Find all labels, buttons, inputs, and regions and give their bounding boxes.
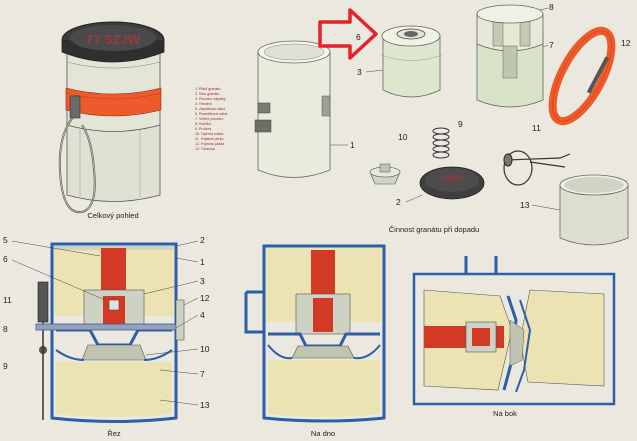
caption-function: Činnost granátu při dopadu [389, 225, 479, 234]
svg-text:6: 6 [356, 32, 361, 42]
caption-section: Řez [107, 429, 121, 438]
svg-text:8: 8 [549, 2, 554, 12]
svg-text:2. Víko granátu: 2. Víko granátu [195, 92, 219, 96]
svg-text:11: 11 [3, 295, 12, 305]
svg-text:8. Kulička: 8. Kulička [195, 122, 211, 126]
svg-text:3. Pouzdro zápalky: 3. Pouzdro zápalky [195, 97, 226, 101]
svg-text:1. Plášť granátu: 1. Plášť granátu [195, 87, 221, 91]
overview-grenade: 77 SZJW [58, 21, 165, 214]
svg-text:7. Vnitřní pouzdro: 7. Vnitřní pouzdro [195, 117, 223, 121]
cap-marking: 77 SZJW [86, 32, 141, 47]
ring-part [559, 174, 629, 246]
svg-text:8: 8 [3, 324, 8, 334]
svg-text:2: 2 [200, 235, 205, 245]
support-cup-part [369, 163, 401, 185]
caption-overview: Celkový pohled [87, 211, 138, 220]
svg-text:13: 13 [520, 200, 530, 210]
svg-text:10. Opěrná miska: 10. Opěrná miska [195, 132, 223, 136]
svg-text:6. Roznětková nálož: 6. Roznětková nálož [195, 112, 228, 116]
svg-text:3: 3 [200, 276, 205, 286]
section-cutaway [35, 242, 185, 423]
svg-text:12: 12 [200, 293, 210, 303]
svg-text:11: 11 [532, 123, 541, 133]
bottom-impact-cutaway [244, 244, 386, 423]
svg-text:10: 10 [398, 132, 408, 142]
svg-text:6: 6 [3, 254, 8, 264]
svg-text:4. Těsnění: 4. Těsnění [195, 102, 212, 106]
svg-text:12. Pojistná páska: 12. Pojistná páska [195, 142, 224, 146]
svg-text:9: 9 [3, 361, 8, 371]
svg-text:4: 4 [200, 310, 205, 320]
lid-part [419, 166, 485, 200]
spring-part [432, 127, 450, 159]
svg-text:1: 1 [350, 140, 355, 150]
svg-text:13: 13 [200, 400, 210, 410]
outer-shell-part [254, 40, 331, 178]
svg-text:12: 12 [621, 38, 631, 48]
svg-text:5: 5 [3, 235, 8, 245]
safety-clip-part [503, 150, 571, 186]
safety-band-part [548, 26, 616, 126]
parts-legend: 1. Plášť granátu 2. Víko granátu 3. Pouz… [195, 87, 228, 151]
highlight-arrow [318, 8, 378, 60]
svg-text:9: 9 [458, 119, 463, 129]
svg-text:7: 7 [200, 369, 205, 379]
side-impact-cutaway [412, 256, 616, 406]
inner-housing-part [476, 4, 544, 108]
caption-bottom: Na dno [311, 429, 335, 438]
svg-text:1: 1 [200, 257, 205, 267]
svg-text:7: 7 [549, 40, 554, 50]
svg-text:10: 10 [200, 344, 210, 354]
fuze-housing-part [380, 25, 443, 98]
svg-text:5. Zápalková nálož: 5. Zápalková nálož [195, 107, 225, 111]
svg-text:13. Trhavina: 13. Trhavina [195, 147, 215, 151]
svg-text:2: 2 [396, 197, 401, 207]
svg-text:9. Pružina: 9. Pružina [195, 127, 211, 131]
caption-side: Na bok [493, 409, 517, 418]
svg-text:11. Pojistné pérko: 11. Pojistné pérko [195, 137, 224, 141]
svg-text:3: 3 [357, 67, 362, 77]
